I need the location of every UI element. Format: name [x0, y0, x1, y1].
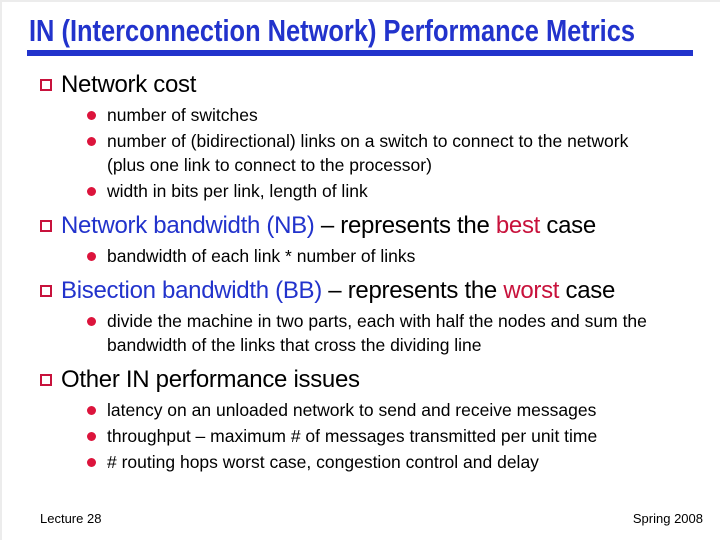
section-heading-row: Network bandwidth (NB) – represents the …: [39, 211, 700, 240]
footer-lecture-label: Lecture 28: [40, 511, 102, 526]
item-text: number of switches: [107, 105, 258, 125]
section-items: number of switches number of (bidirection…: [39, 103, 700, 203]
heading-run: worst: [503, 277, 560, 304]
slide-footer: Lecture 28 Spring 2008: [40, 511, 703, 526]
square-bullet-icon: [40, 285, 52, 297]
section-items: latency on an unloaded network to send a…: [39, 398, 700, 474]
circle-bullet-icon: [87, 252, 96, 261]
list-item: number of switches: [87, 103, 700, 127]
section-heading: Network bandwidth (NB) – represents the …: [61, 211, 596, 240]
heading-run: – represents the: [321, 277, 504, 304]
section-heading-row: Network cost: [39, 70, 700, 99]
item-text: bandwidth of each link * number of links: [107, 246, 416, 266]
heading-run: case: [540, 212, 596, 239]
square-bullet-icon: [40, 79, 52, 91]
item-text: width in bits per link, length of link: [107, 181, 368, 201]
list-item: # routing hops worst case, congestion co…: [87, 450, 700, 474]
heading-run: Other IN performance issues: [61, 366, 360, 393]
item-text: divide the machine in two parts, each wi…: [107, 311, 647, 355]
circle-bullet-icon: [87, 432, 96, 441]
circle-bullet-icon: [87, 317, 96, 326]
heading-run: Network bandwidth (NB): [61, 212, 315, 239]
list-item: throughput – maximum # of messages trans…: [87, 424, 700, 448]
list-item: divide the machine in two parts, each wi…: [87, 309, 700, 357]
square-bullet-icon: [40, 374, 52, 386]
list-item: width in bits per link, length of link: [87, 179, 700, 203]
item-text: latency on an unloaded network to send a…: [107, 400, 597, 420]
bullet-section: Network bandwidth (NB) – represents the …: [39, 211, 700, 268]
list-item: number of (bidirectional) links on a swi…: [87, 129, 700, 177]
heading-run: best: [495, 212, 541, 239]
circle-bullet-icon: [87, 111, 96, 120]
square-bullet-icon: [40, 220, 52, 232]
heading-run: – represents the: [314, 212, 496, 239]
circle-bullet-icon: [87, 137, 96, 146]
bullet-section: Bisection bandwidth (BB) – represents th…: [39, 276, 700, 357]
footer-semester-label: Spring 2008: [632, 511, 703, 526]
bullet-section: Other IN performance issues latency on an…: [39, 365, 700, 474]
heading-run: Network cost: [61, 71, 197, 98]
list-item: bandwidth of each link * number of links: [87, 244, 700, 268]
slide-title: IN (Interconnection Network) Performance…: [29, 13, 635, 48]
section-items: bandwidth of each link * number of links: [39, 244, 700, 268]
item-text: # routing hops worst case, congestion co…: [107, 452, 539, 472]
section-heading: Network cost: [61, 70, 196, 99]
heading-run: case: [559, 277, 616, 304]
section-items: divide the machine in two parts, each wi…: [39, 309, 700, 357]
heading-run: Bisection bandwidth (BB): [61, 277, 322, 304]
section-heading-row: Other IN performance issues: [39, 365, 700, 394]
list-item: latency on an unloaded network to send a…: [87, 398, 700, 422]
circle-bullet-icon: [87, 187, 96, 196]
section-heading-row: Bisection bandwidth (BB) – represents th…: [39, 276, 700, 305]
item-text: throughput – maximum # of messages trans…: [107, 426, 598, 446]
item-text: number of (bidirectional) links on a swi…: [107, 131, 629, 175]
section-heading: Bisection bandwidth (BB) – represents th…: [61, 276, 615, 305]
circle-bullet-icon: [87, 406, 96, 415]
title-underline-bar: [27, 50, 693, 56]
circle-bullet-icon: [87, 458, 96, 467]
section-heading: Other IN performance issues: [61, 365, 360, 394]
